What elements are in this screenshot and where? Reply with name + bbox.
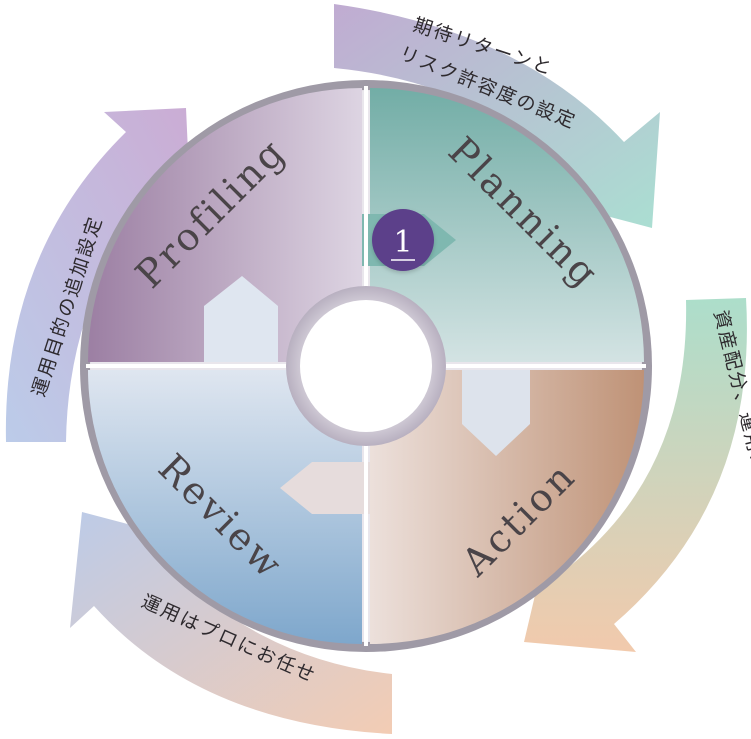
quadrant-profiling [88, 88, 362, 362]
center-hole [300, 300, 432, 432]
arrow-right [524, 298, 747, 652]
quadrant-planning [370, 88, 644, 362]
quadrant-review [88, 370, 362, 644]
step-badge-number: 1 [393, 225, 412, 260]
tab-review-left [280, 462, 370, 514]
step-badge-circle [372, 209, 434, 271]
quadrant-action [370, 370, 644, 644]
arrow-bottom-left [70, 512, 392, 734]
tab-profiling-down [204, 276, 278, 362]
step-badge: 1 [372, 209, 434, 271]
tab-action-up [462, 370, 530, 456]
